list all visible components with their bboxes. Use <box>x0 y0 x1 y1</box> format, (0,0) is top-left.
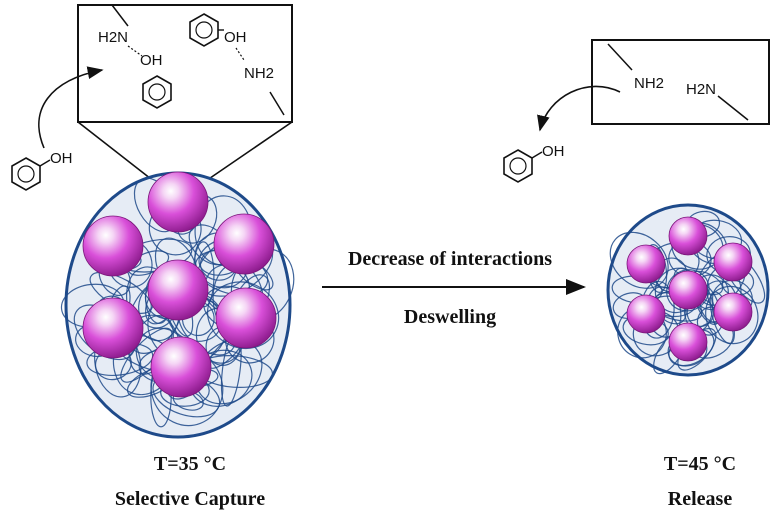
left-caption: Selective Capture <box>115 488 265 510</box>
particle-sphere <box>668 322 708 362</box>
right-caption: Release <box>668 488 733 510</box>
arrow-bottom-label: Deswelling <box>404 306 496 328</box>
inset-box-right: NH2 H2N <box>591 39 770 125</box>
inset-box-left: H2N OH OH NH2 <box>77 4 293 201</box>
left-temperature: T=35 °C <box>154 453 226 475</box>
particles-left <box>82 171 277 398</box>
capture-arrow <box>38 66 104 149</box>
polymer-loop <box>609 231 669 289</box>
right-temperature: T=45 °C <box>664 453 736 475</box>
particle-sphere <box>626 294 666 334</box>
particle-sphere <box>713 292 753 332</box>
polymer-loop <box>705 285 759 345</box>
particle-sphere <box>82 215 144 277</box>
particle-sphere <box>668 216 708 256</box>
swollen-microgel <box>60 171 295 439</box>
particle-sphere <box>147 259 209 321</box>
polymer-loop <box>195 339 263 405</box>
deswollen-microgel <box>606 203 770 377</box>
particle-sphere <box>215 287 277 349</box>
free-phenol-right: OH <box>503 143 565 183</box>
free-phenol-right-oh: OH <box>542 143 565 160</box>
inset-right-nh2-label: NH2 <box>634 75 664 92</box>
benzene-ring-icon <box>142 75 172 109</box>
particle-sphere <box>147 171 209 233</box>
particle-sphere <box>213 213 275 275</box>
inset-left-nh2-label: NH2 <box>244 65 274 82</box>
particle-sphere <box>82 297 144 359</box>
particle-sphere <box>713 242 753 282</box>
arrow-top-label: Decrease of interactions <box>348 248 552 270</box>
inset-left-h2n-label: H2N <box>98 29 128 46</box>
particles-right <box>626 216 753 362</box>
free-phenol-left: OH <box>11 150 73 191</box>
free-phenol-left-oh: OH <box>50 150 73 167</box>
inset-right-h2n-label: H2N <box>686 81 716 98</box>
phenol-ring-icon <box>189 13 224 47</box>
release-arrow <box>537 85 621 132</box>
inset-left-oh-label-2: OH <box>224 29 247 46</box>
inset-left-oh-label-1: OH <box>140 52 163 69</box>
particle-sphere <box>626 244 666 284</box>
particle-sphere <box>150 336 212 398</box>
particle-sphere <box>668 270 708 310</box>
